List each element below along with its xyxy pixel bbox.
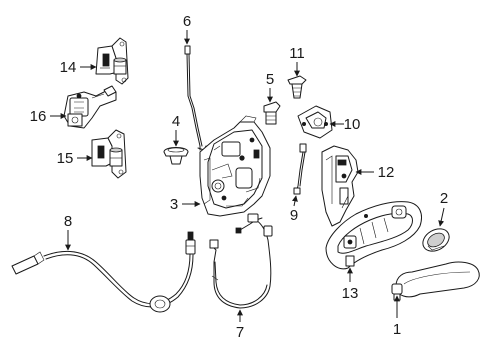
callout-8: 8	[64, 213, 72, 230]
grommet-part	[163, 147, 189, 165]
lock-cylinder-cap-part	[422, 228, 450, 252]
callout-2: 2	[440, 190, 448, 207]
callout-7: 7	[236, 324, 244, 341]
callout-13: 13	[342, 285, 359, 302]
callout-15: 15	[57, 150, 74, 167]
hinge-upper-part	[95, 37, 129, 85]
screw-part	[287, 75, 307, 99]
striker-part	[297, 105, 333, 139]
rod-part	[184, 45, 207, 151]
callout-10: 10	[344, 116, 361, 133]
callout-labels: 1 2 3 4 5 6 7 8 9 10 11 12 13 14 15 16	[30, 13, 449, 341]
callout-16: 16	[30, 108, 47, 125]
callout-11: 11	[289, 45, 305, 62]
callout-5: 5	[266, 71, 274, 88]
callout-1: 1	[393, 321, 401, 338]
handle-frame-part	[325, 201, 422, 270]
long-cable-part	[11, 231, 196, 313]
callout-4: 4	[172, 113, 180, 130]
outside-handle-part	[391, 261, 480, 301]
handle-bracket-part	[321, 145, 359, 227]
short-cable-part	[293, 143, 307, 195]
callout-3: 3	[170, 196, 178, 213]
callout-leaders	[50, 30, 445, 322]
release-cable-part	[209, 213, 273, 309]
callout-14: 14	[60, 59, 77, 76]
lock-actuator-part	[199, 115, 271, 217]
hinge-lower-part	[91, 129, 127, 179]
door-check-part	[63, 85, 117, 129]
callout-6: 6	[183, 13, 191, 30]
callout-12: 12	[378, 164, 395, 181]
callout-9: 9	[290, 207, 298, 224]
bolt-part	[263, 101, 281, 125]
